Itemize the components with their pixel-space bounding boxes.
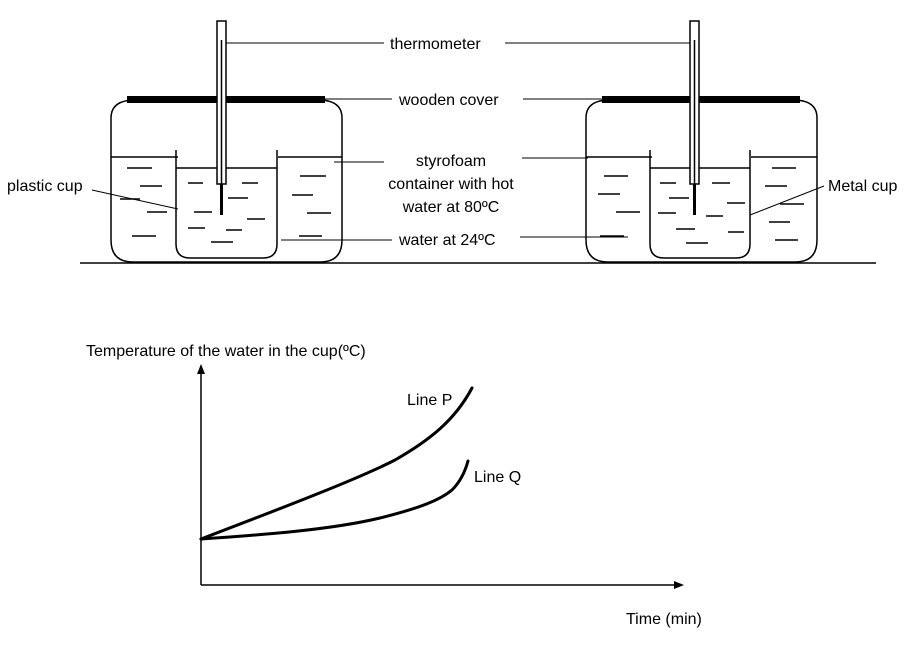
label-water-cup: water at 24ºC	[398, 232, 496, 249]
label-styrofoam-line2: container with hot	[388, 176, 514, 193]
label-wooden-cover: wooden cover	[398, 92, 499, 109]
label-metal-cup: Metal cup	[828, 178, 897, 195]
left-hot-water-dashes	[120, 167, 331, 237]
right-apparatus	[585, 99, 818, 263]
label-styrofoam-line1: styrofoam	[416, 153, 486, 170]
label-thermometer: thermometer	[390, 36, 481, 53]
leader-plastic-cup	[91, 189, 179, 210]
leader-metal-cup	[749, 185, 825, 216]
graph-line-p	[199, 386, 474, 541]
left-cup-water-dashes	[188, 182, 265, 243]
graph-line-q	[199, 459, 470, 541]
label-styrofoam-line3: water at 80ºC	[402, 199, 500, 216]
left-thermometer	[216, 20, 227, 215]
graph-line-p-label: Line P	[407, 392, 452, 409]
label-plastic-cup: plastic cup	[7, 178, 83, 195]
leader-lines	[91, 42, 825, 241]
right-thermometer	[689, 20, 700, 215]
right-cup-water-dashes	[658, 182, 745, 244]
right-styrofoam-container	[585, 99, 818, 263]
graph-axes	[197, 364, 684, 589]
graph-y-axis-label: Temperature of the water in the cup(ºC)	[86, 343, 366, 360]
graph-x-axis-arrow	[674, 581, 684, 589]
graph-x-axis-label: Time (min)	[626, 611, 702, 628]
left-plastic-cup	[175, 150, 278, 259]
right-metal-cup	[649, 150, 751, 259]
graph-y-axis-arrow	[197, 364, 205, 374]
right-wooden-cover	[602, 96, 800, 103]
right-hot-water-dashes	[598, 167, 804, 241]
graph-line-q-label: Line Q	[474, 469, 521, 486]
